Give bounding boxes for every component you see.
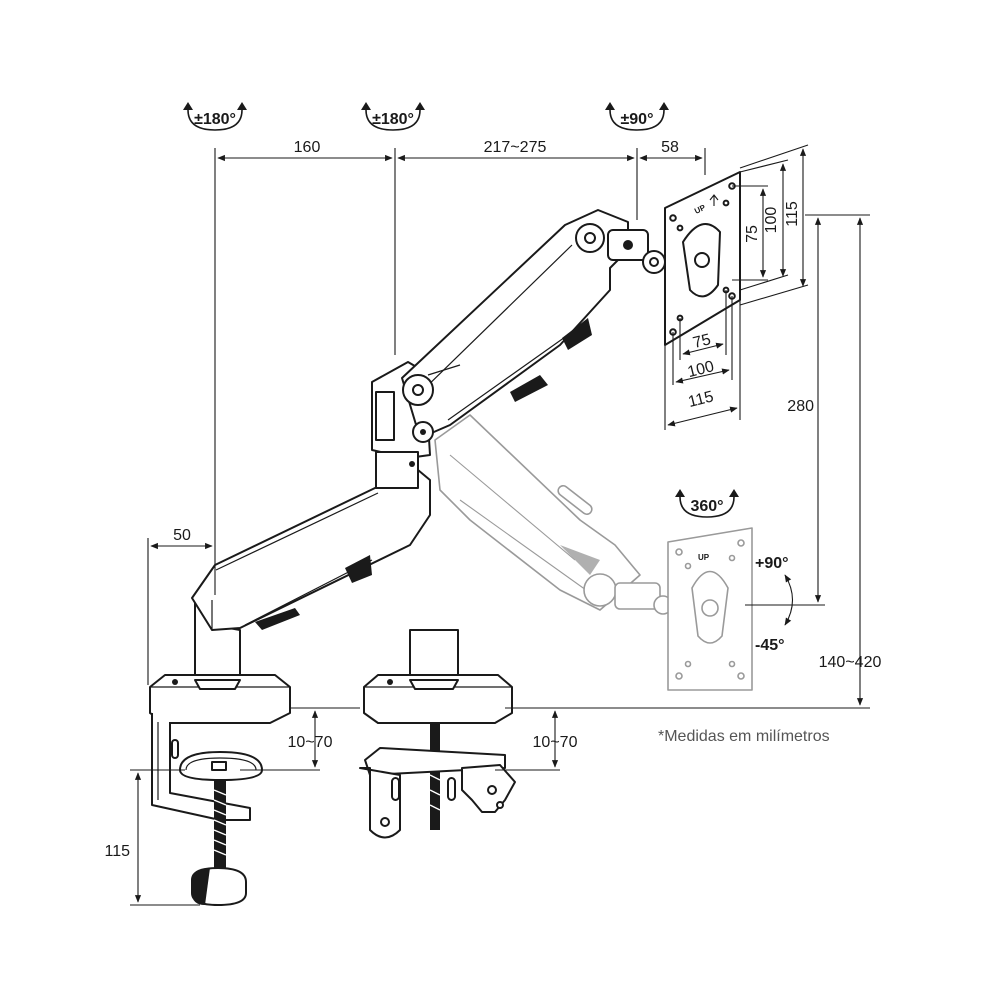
tilt-down-label: -45° bbox=[755, 637, 785, 654]
grommet-post bbox=[409, 629, 459, 681]
clamp-assembly bbox=[149, 674, 291, 906]
dim-base-offset: 50 bbox=[173, 527, 191, 544]
clamp-c-bracket bbox=[151, 713, 251, 821]
elbow-window bbox=[375, 391, 395, 441]
grommet-left-leg bbox=[359, 767, 401, 839]
dimension-lines bbox=[130, 144, 870, 906]
tilt-arc bbox=[784, 574, 794, 626]
dim-total-height: 140~420 bbox=[819, 654, 882, 671]
dim-vesa-h-115: 115 bbox=[686, 388, 715, 411]
rotation-base-label: ±180° bbox=[194, 111, 236, 128]
clamp-screw bbox=[214, 780, 226, 870]
upper-arm bbox=[401, 209, 629, 439]
dim-vesa-v-115: 115 bbox=[784, 201, 801, 227]
ghost-elbow-joint bbox=[583, 573, 617, 607]
rotation-badge-screen: 360° bbox=[675, 489, 739, 518]
plate-up-arrow bbox=[709, 194, 719, 206]
rotation-head-label: ±90° bbox=[621, 111, 654, 128]
dim-vesa-h-75: 75 bbox=[691, 331, 712, 352]
rotation-badge-base: ±180° bbox=[183, 102, 247, 131]
dim-vesa-v-75: 75 bbox=[744, 225, 761, 243]
dim-desk-grommet: 10~70 bbox=[533, 734, 578, 751]
grommet-bolt bbox=[430, 723, 440, 830]
rotation-badge-head: ±90° bbox=[605, 102, 669, 131]
dim-lower-arm: 160 bbox=[294, 139, 321, 156]
rotation-elbow-label: ±180° bbox=[372, 111, 414, 128]
main-arm: UP bbox=[191, 171, 741, 681]
dim-head-offset: 58 bbox=[661, 139, 679, 156]
rotation-badge-elbow: ±180° bbox=[361, 102, 425, 131]
rotation-screen-label: 360° bbox=[690, 498, 723, 515]
ghost-plate-up-label: UP bbox=[698, 553, 710, 562]
dim-upper-arm: 217~275 bbox=[484, 139, 547, 156]
grommet-assembly bbox=[359, 629, 516, 839]
measurement-note: *Medidas em milímetros bbox=[658, 728, 830, 745]
dim-clamp-height: 115 bbox=[104, 843, 130, 860]
lower-arm bbox=[191, 469, 431, 631]
dim-height-travel: 280 bbox=[787, 398, 814, 415]
dim-vesa-v-100: 100 bbox=[763, 207, 780, 234]
elbow-collar bbox=[375, 451, 419, 489]
dim-vesa-h-100: 100 bbox=[686, 358, 716, 381]
dim-desk-clamp: 10~70 bbox=[288, 734, 333, 751]
ghost-arm-position: UP bbox=[434, 414, 753, 691]
tilt-up-label: +90° bbox=[755, 555, 789, 572]
ghost-arm-slot bbox=[557, 484, 593, 516]
